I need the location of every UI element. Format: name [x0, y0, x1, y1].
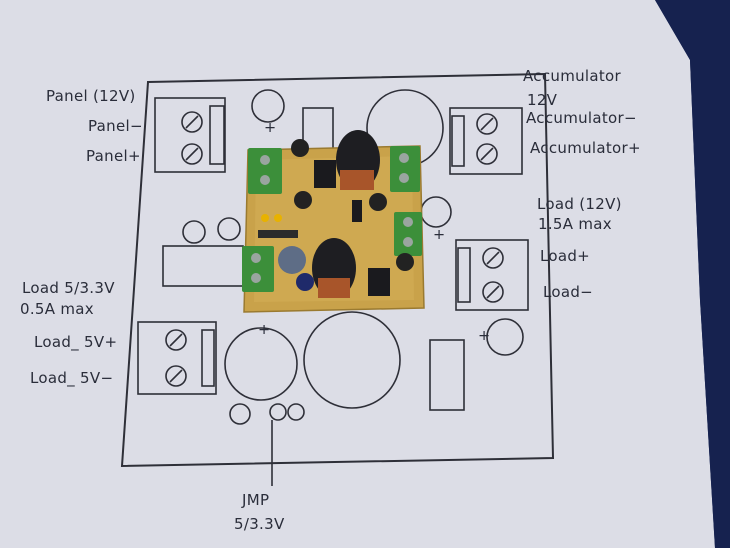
capacitor-icon [296, 273, 314, 291]
plus-mark: + [264, 120, 277, 136]
terminal-outline-accumulator [449, 107, 523, 175]
jumper-pad-1 [269, 403, 287, 421]
ic-chip-icon [314, 160, 336, 188]
large-cap-outline-bottom [303, 311, 401, 409]
ic-outline-bottom [429, 339, 465, 411]
label-load-minus: Load− [543, 283, 594, 301]
screw-terminal-icon [242, 246, 274, 292]
label-load-5v-minus: Load_ 5V− [30, 369, 114, 387]
ic-chip-icon [368, 268, 390, 296]
capacitor-icon [291, 139, 309, 157]
cap-outline-bottom-right [486, 318, 524, 356]
terminal-outline-panel [154, 97, 226, 173]
label-load-12v-max: 1.5A max [538, 215, 612, 233]
label-panel-12v: Panel (12V) [46, 87, 136, 105]
label-load-5v33-max: 0.5A max [20, 300, 94, 318]
pcb-board [242, 130, 425, 313]
small-circle-left-1 [182, 220, 206, 244]
terminal-outline-load5v [137, 321, 217, 395]
label-jmp-value: 5/3.3V [234, 515, 285, 533]
terminal-outline-load [455, 239, 529, 311]
cap-outline-bottom-left [224, 327, 298, 401]
label-load-12v: Load (12V) [537, 195, 622, 213]
label-load-plus: Load+ [540, 247, 591, 265]
jumper-circle [229, 403, 251, 425]
label-accumulator: Accumulator [523, 67, 622, 85]
paper-shadow [655, 0, 730, 548]
label-accumulator-plus: Accumulator+ [530, 139, 641, 157]
jumper-pad-2 [287, 403, 305, 421]
board-outline [120, 72, 555, 468]
capacitor-icon [278, 246, 306, 274]
capacitor-icon [369, 193, 387, 211]
label-panel-plus: Panel+ [86, 147, 141, 165]
label-panel-minus: Panel− [88, 117, 143, 135]
plus-mark: + [478, 328, 491, 344]
label-jmp: JMP [242, 491, 270, 509]
label-accumulator-12v: 12V [527, 91, 558, 109]
screw-terminal-icon [390, 146, 420, 192]
label-load-5v-plus: Load_ 5V+ [34, 333, 118, 351]
capacitor-icon [396, 253, 414, 271]
label-accumulator-minus: Accumulator− [526, 109, 637, 127]
plus-mark: + [258, 322, 271, 338]
label-load-5v33: Load 5/3.3V [22, 279, 115, 297]
capacitor-icon [294, 191, 312, 209]
screw-terminal-icon [394, 212, 422, 256]
small-circle-left-2 [217, 217, 241, 241]
cap-outline-top-left [251, 89, 285, 123]
plus-mark: + [433, 227, 446, 243]
screw-terminal-icon [248, 148, 282, 194]
